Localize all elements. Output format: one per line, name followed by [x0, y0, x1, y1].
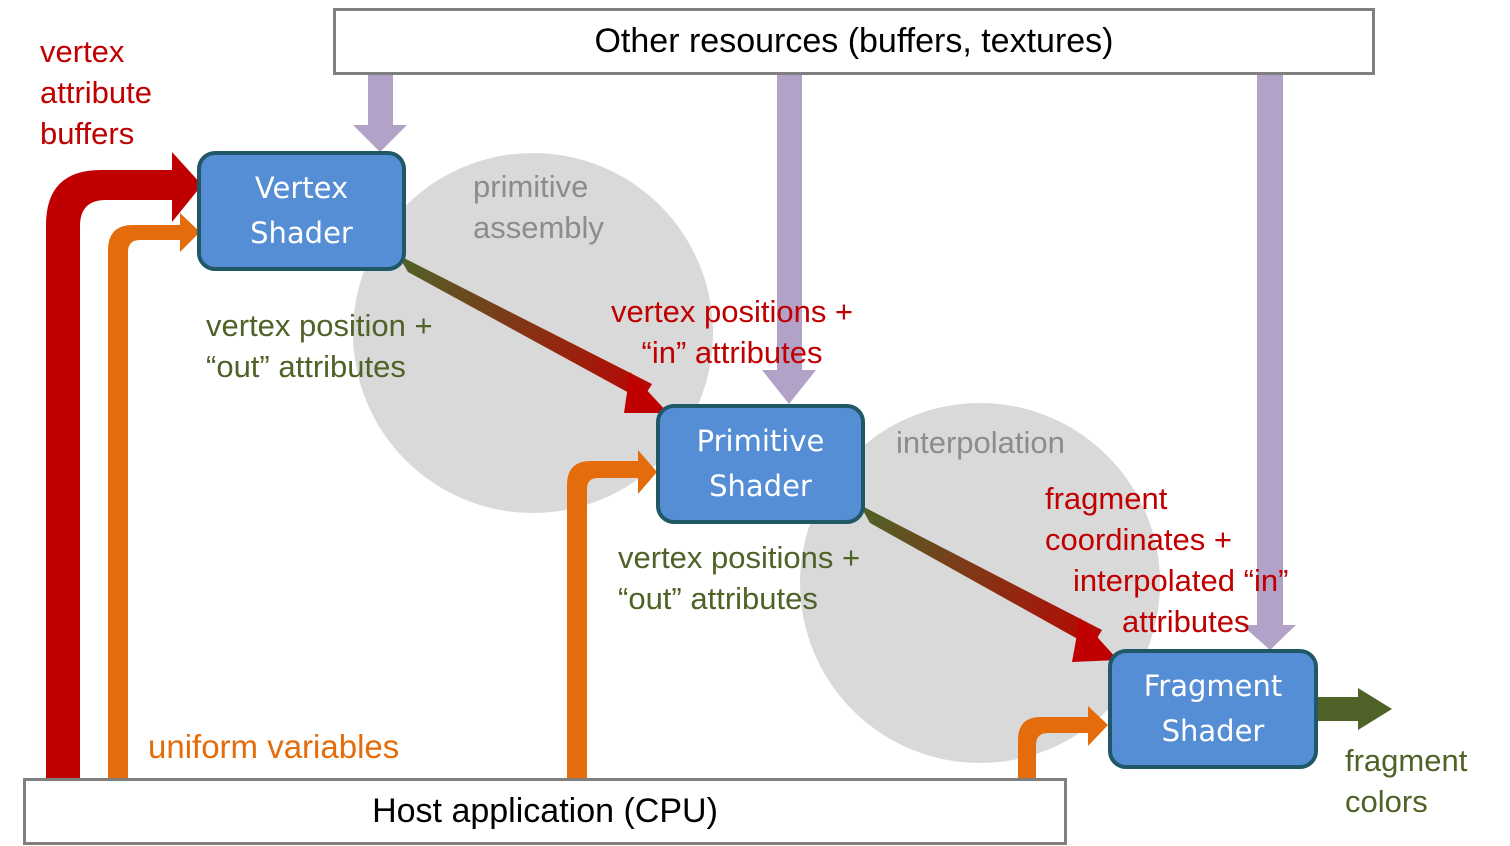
ps-in-line2: “in” attributes	[641, 335, 823, 370]
primitive-shader-output-label: vertex positions + “out” attributes	[618, 537, 860, 619]
fs-in-line2: coordinates +	[1045, 522, 1232, 557]
host-application-label: Host application (CPU)	[372, 792, 718, 830]
other-resources-label: Other resources (buffers, textures)	[594, 22, 1114, 60]
fragment-output-arrow	[1315, 688, 1392, 730]
fs-out-line1: fragment	[1345, 743, 1468, 778]
vertex-shader-box: Vertex Shader	[197, 151, 406, 271]
fragment-shader-line1: Fragment	[1143, 669, 1283, 703]
fs-in-line4: attributes	[1122, 604, 1250, 639]
primitive-assembly-label: primitive assembly	[473, 166, 604, 248]
fs-in-line1: fragment	[1045, 481, 1168, 516]
fragment-shader-box: Fragment Shader	[1108, 649, 1318, 769]
other-resources-box: Other resources (buffers, textures)	[333, 8, 1375, 75]
resource-arrow-fragment	[1242, 72, 1296, 650]
attribute-buffer-arrow	[46, 152, 202, 780]
vab-line1: vertex	[40, 34, 125, 69]
fragment-shader-line2: Shader	[1161, 714, 1265, 748]
ps-out-line2: “out” attributes	[618, 581, 818, 616]
ps-out-line1: vertex positions +	[618, 540, 861, 575]
fs-in-line3: interpolated “in”	[1073, 563, 1289, 598]
uniform-variables-label: uniform variables	[148, 728, 400, 765]
resource-arrow-vertex	[353, 72, 407, 152]
primitive-shader-line1: Primitive	[696, 424, 825, 458]
primitive-assembly-line2: assembly	[473, 210, 604, 245]
uniform-arrow-primitive	[567, 450, 657, 780]
resource-arrow-primitive	[762, 72, 816, 404]
uniform-arrow-vertex	[108, 213, 200, 780]
primitive-shader-line2: Shader	[709, 469, 812, 503]
vertex-attribute-buffers-label: vertex attribute buffers	[40, 31, 152, 154]
vertex-shader-output-label: vertex position + “out” attributes	[206, 305, 433, 387]
vertex-shader-line1: Vertex	[254, 171, 349, 205]
primitive-to-fragment-arrow	[860, 505, 1118, 662]
primitive-shader-input-label: vertex positions + “in” attributes	[597, 291, 867, 373]
interpolation-label: interpolation	[896, 425, 1065, 460]
vab-line3: buffers	[40, 116, 135, 151]
primitive-assembly-line1: primitive	[473, 169, 589, 204]
vs-out-line2: “out” attributes	[206, 349, 406, 384]
fragment-shader-output-label: fragment colors	[1345, 740, 1467, 822]
fragment-shader-input-label: fragment coordinates + interpolated “in”…	[1045, 478, 1288, 642]
vs-out-line1: vertex position +	[206, 308, 433, 343]
uniform-arrow-fragment	[1018, 706, 1108, 780]
fs-out-line2: colors	[1345, 784, 1428, 819]
vertex-to-primitive-arrow	[398, 255, 668, 413]
vab-line2: attribute	[40, 75, 153, 110]
host-application-box: Host application (CPU)	[23, 778, 1067, 845]
ps-in-line1: vertex positions +	[610, 294, 854, 329]
vertex-shader-line2: Shader	[250, 216, 353, 250]
primitive-shader-box: Primitive Shader	[656, 404, 865, 524]
